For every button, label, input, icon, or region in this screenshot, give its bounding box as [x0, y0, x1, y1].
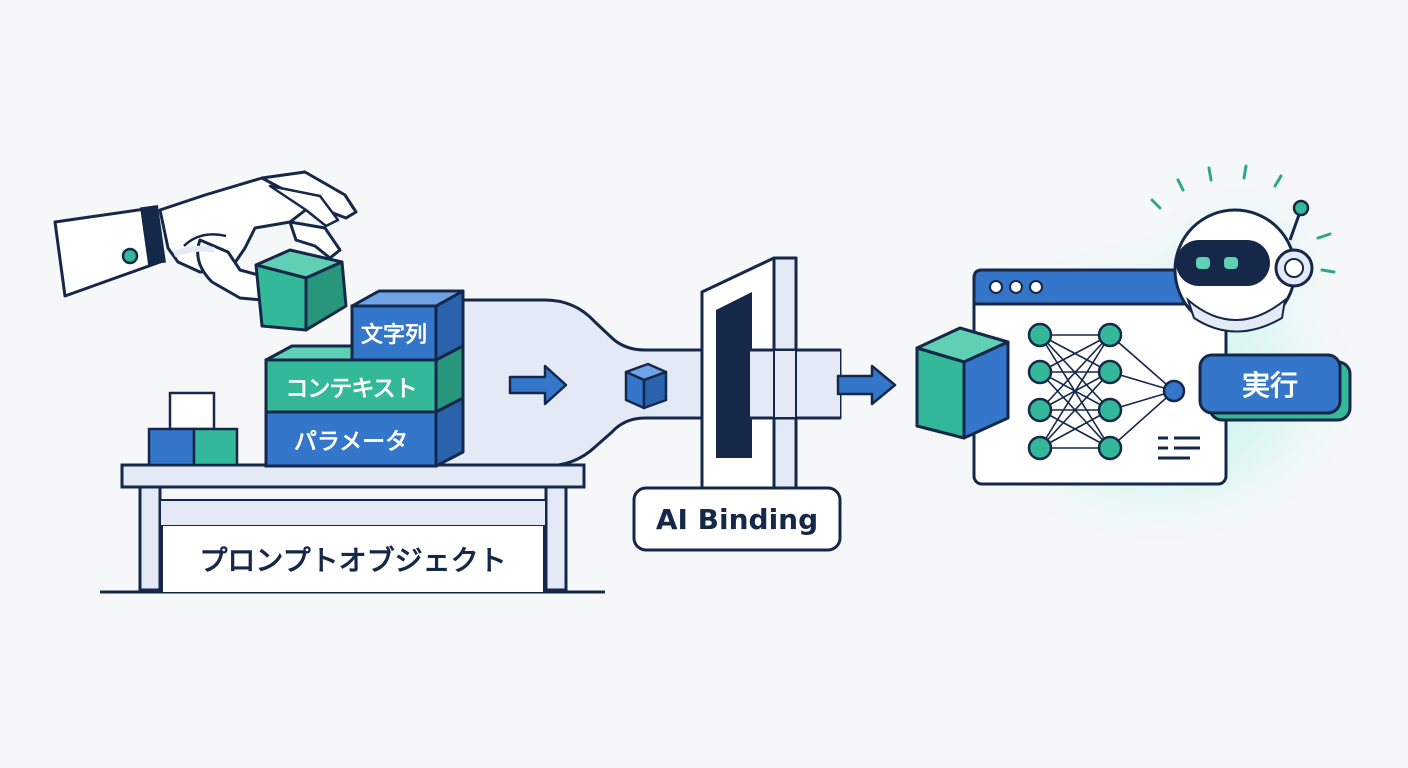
robot-hand-icon [53, 170, 358, 302]
arrow-right-icon [508, 364, 568, 406]
arrow-right-icon-2 [836, 364, 897, 406]
block-label-context: コンテキスト [285, 376, 417, 402]
binding-label-box [632, 486, 842, 552]
block-stack [264, 289, 465, 468]
small-cube-icon [624, 362, 668, 410]
neural-network-icon [1027, 322, 1186, 461]
block-label-parameter: パラメータ [293, 429, 409, 455]
block-label-string: 文字列 [360, 323, 427, 348]
binding-slot-icon [700, 256, 840, 490]
sparkle-lines [1150, 164, 1336, 274]
robot-head-icon [1173, 199, 1314, 333]
table-label: プロンプトオブジェクト [160, 526, 546, 592]
execute-button-shape [1198, 353, 1352, 422]
teal-cube-icon [254, 248, 348, 332]
table [100, 463, 605, 594]
small-blocks [147, 391, 239, 467]
binding-label: AI Binding [655, 502, 819, 536]
execute-label: 実行 [1241, 369, 1298, 402]
large-cube-icon [915, 326, 1010, 440]
